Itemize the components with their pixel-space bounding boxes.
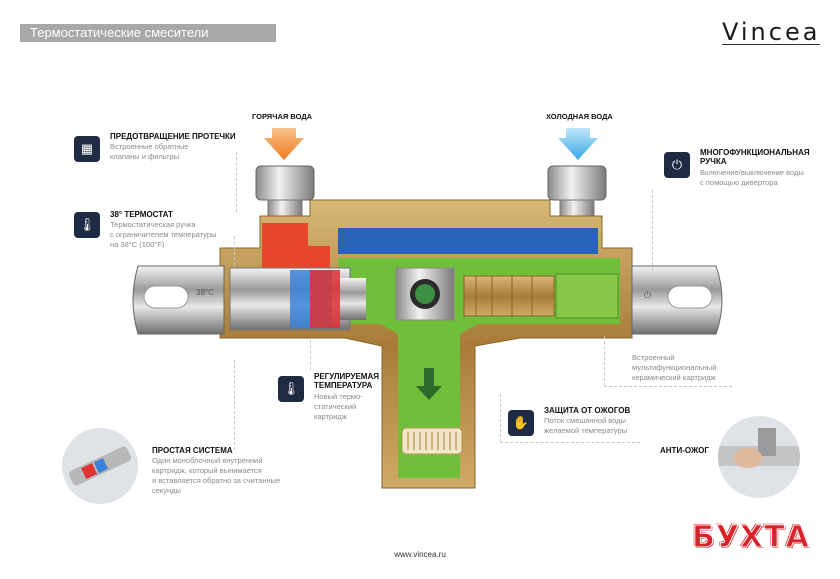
hand-icon: ✋ [508, 410, 534, 436]
leader-line [500, 394, 501, 442]
cold-water-arrow-icon [558, 128, 598, 160]
leader-line [604, 336, 605, 386]
brand-underline [722, 44, 820, 45]
feature-title-simple: ПРОСТАЯ СИСТЕМА [152, 446, 233, 455]
thermometer-icon: 🌡 [278, 376, 304, 402]
hot-water-label: ГОРЯЧАЯ ВОДА [252, 112, 313, 121]
feature-title-antiburn: АНТИ-ОЖОГ [660, 446, 709, 455]
leader-line [234, 360, 235, 450]
mixer-cutaway-diagram: ⏻ [132, 128, 723, 489]
thermometer-icon: 🌡 [74, 212, 100, 238]
hot-water-arrow-icon [264, 128, 304, 160]
power-icon: ⏻ [664, 152, 690, 178]
header-bar [20, 24, 276, 42]
page-title: Термостатические смесители [30, 25, 209, 40]
watermark-stamp: БУХТА [692, 520, 810, 556]
cartridge-photo [62, 428, 138, 504]
cold-water-label: ХОЛОДНАЯ ВОДА [546, 112, 613, 121]
leader-line [604, 386, 732, 387]
leader-line [652, 190, 653, 270]
feature-title-leak: ПРЕДОТВРАЩЕНИЕ ПРОТЕЧКИ [110, 132, 236, 141]
filter-icon: ▦ [74, 136, 100, 162]
leader-line [310, 340, 311, 370]
footer-url[interactable]: www.vincea.ru [394, 550, 446, 559]
feature-title-burn: ЗАЩИТА ОТ ОЖОГОВ [544, 406, 631, 415]
leader-line [236, 152, 237, 212]
feature-title-thermostat: 38° ТЕРМОСТАТ [110, 210, 173, 219]
dial-temperature-label: 38°C [196, 288, 214, 297]
brand-logo: Vincea [722, 18, 821, 46]
leader-line [234, 236, 235, 266]
leader-line [500, 442, 640, 443]
svg-text:⏻: ⏻ [644, 290, 651, 301]
anti-burn-photo [718, 416, 800, 498]
